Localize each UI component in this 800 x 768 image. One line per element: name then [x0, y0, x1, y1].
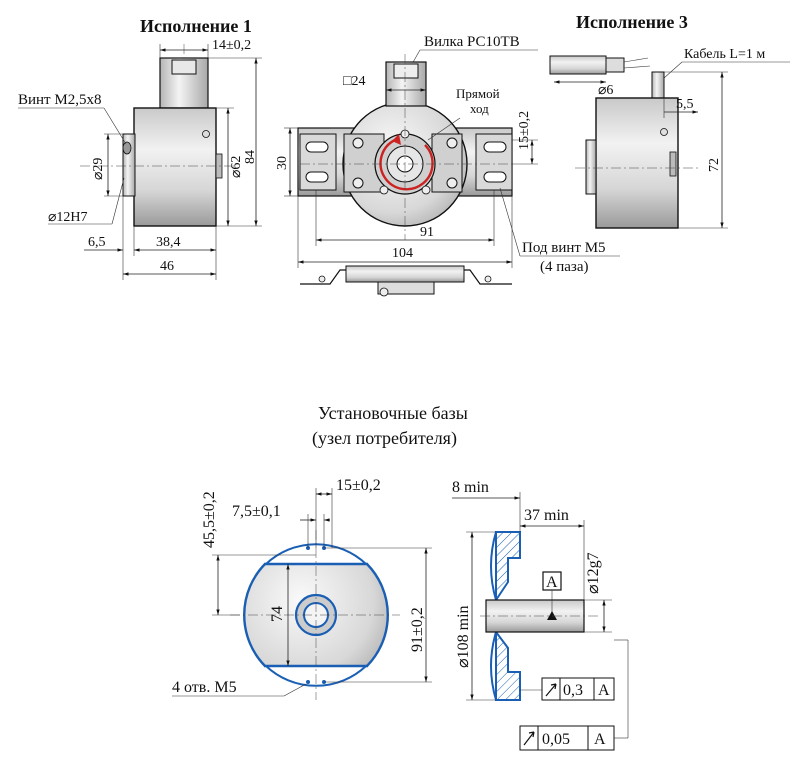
view2-dim-15: 15±0,2: [517, 111, 532, 150]
view-1: Исполнение 1 14±0,2 Винт М2,5х8 ⌀29 ⌀62: [18, 16, 262, 280]
tolerance1-value: 0,3: [563, 682, 583, 699]
view2-dim-91: 91: [420, 225, 434, 240]
view1-dim-6-5: 6,5: [88, 235, 106, 250]
view3-housing: [595, 97, 679, 229]
view2-square-24: □24: [343, 74, 365, 89]
tolerance2-value: 0,05: [542, 731, 570, 748]
mounting-dim-8min: 8 min: [452, 479, 489, 496]
view-2: Вилка РС10ТВ □24: [275, 34, 620, 297]
view-3: Исполнение 3 Кабель L=1 м ⌀6 5,5 72: [549, 12, 790, 229]
view1-dim-14: 14±0,2: [212, 38, 251, 53]
view3-title: Исполнение 3: [576, 12, 688, 32]
tolerance1-datum: А: [598, 682, 610, 699]
view1-dim-46: 46: [160, 259, 174, 274]
mounting-dia-108min: ⌀108 min: [455, 605, 472, 668]
tolerance2-datum: А: [594, 731, 606, 748]
mounting-dim-37min: 37 min: [524, 507, 569, 524]
mounting-title-line1: Установочные базы: [318, 403, 468, 423]
view2-dim-104: 104: [392, 246, 413, 261]
view2-direction-line1: Прямой: [456, 86, 500, 101]
view3-dim-5-5: 5,5: [676, 97, 694, 112]
view1-dim-38-4: 38,4: [156, 235, 181, 250]
view1-screw-label: Винт М2,5х8: [18, 92, 101, 108]
view1-housing: [133, 107, 217, 227]
mounting-section-view: А: [480, 531, 600, 701]
view2-slot-label-line1: Под винт М5: [522, 240, 606, 256]
view1-title: Исполнение 1: [140, 16, 252, 36]
view1-dia-62: ⌀62: [229, 156, 244, 178]
mounting-dim-7-5: 7,5±0,1: [232, 503, 281, 520]
mounting-dia-12g7: ⌀12g7: [585, 552, 602, 594]
view1-dim-84: 84: [243, 150, 258, 164]
view3-dim-72: 72: [707, 158, 722, 172]
view3-dia-6: ⌀6: [598, 83, 613, 98]
view3-cable-label: Кабель L=1 м: [684, 47, 765, 62]
mounting-holes-label: 4 отв. М5: [172, 679, 237, 696]
mounting-dim-15: 15±0,2: [336, 477, 381, 494]
mounting-dim-45-5: 45,5±0,2: [201, 491, 218, 548]
tolerance-frame-1: 0,3 А: [520, 677, 615, 701]
mounting-datum-box: А: [546, 574, 558, 591]
view2-plug-label: Вилка РС10ТВ: [424, 34, 520, 50]
tolerance-frame-2: 0,05 А: [519, 639, 629, 751]
view2-slot-label-line2: (4 паза): [540, 259, 589, 275]
view2-dim-30: 30: [275, 156, 290, 170]
mounting-title-line2: (узел потребителя): [312, 428, 457, 449]
mounting-section: Установочные базы (узел потребителя) 45,…: [172, 403, 629, 751]
mounting-dim-74: 74: [269, 606, 286, 622]
mounting-disc: [230, 530, 400, 700]
direction-arrow-icon: [379, 138, 434, 191]
mounting-dim-91: 91±0,2: [409, 607, 426, 652]
view1-dia-29: ⌀29: [91, 158, 106, 180]
view2-direction-line2: ход: [470, 101, 489, 116]
view1-dia-12h7: ⌀12Н7: [48, 210, 88, 225]
